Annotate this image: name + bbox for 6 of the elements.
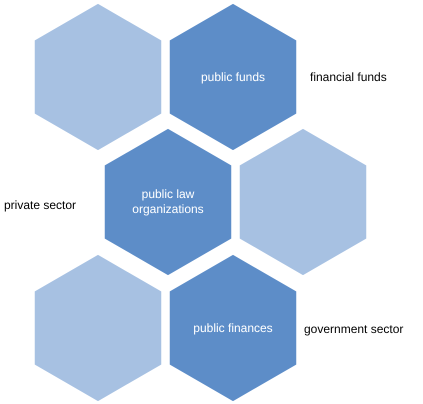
node-label: public law organizations xyxy=(131,187,205,217)
node-label: public funds xyxy=(200,70,266,84)
side-label: financial funds xyxy=(310,70,387,84)
node-label: public finances xyxy=(193,320,273,336)
side-label: government sector xyxy=(304,322,404,336)
side-label: private sector xyxy=(4,198,76,212)
